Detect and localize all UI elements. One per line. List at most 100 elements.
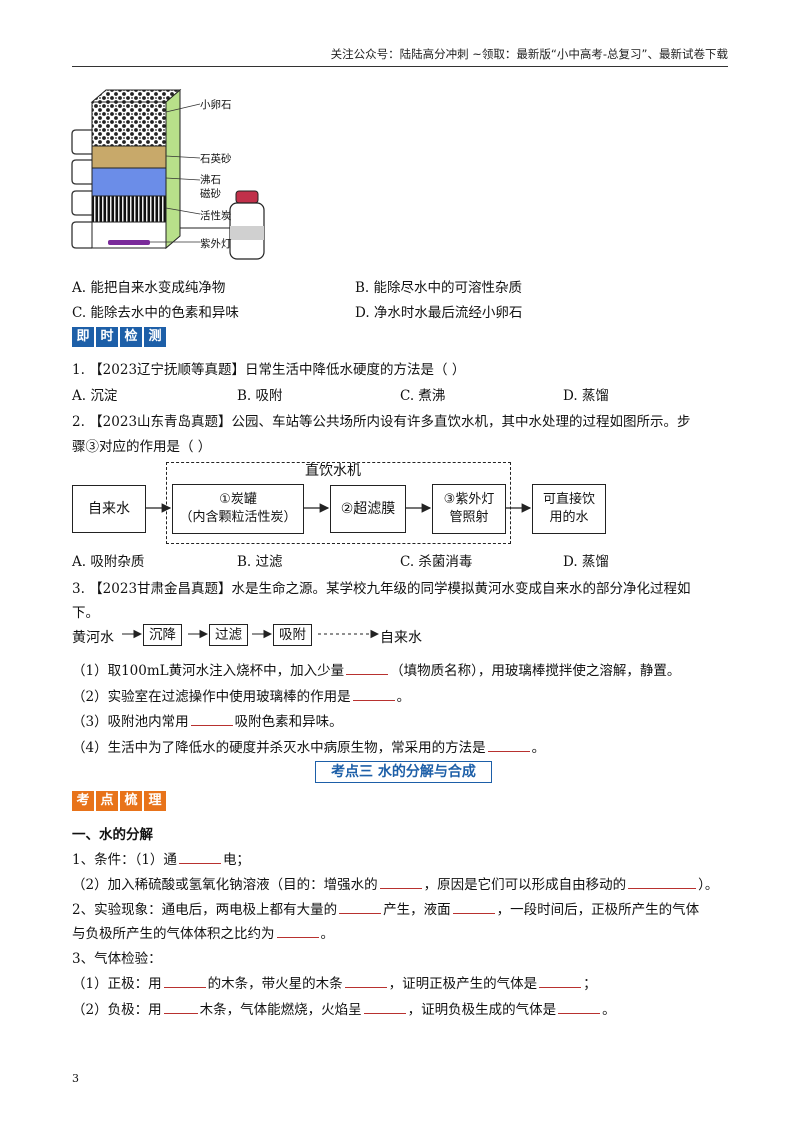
sec1-line1: 1、条件：（1）通 电； xyxy=(72,848,250,868)
diagram-arrows xyxy=(145,503,532,513)
text: （3）吸附池内常用 xyxy=(72,714,189,730)
sec1-line4: 与负极所产生的气体体积之比约为 。 xyxy=(72,922,334,942)
answer-blank[interactable] xyxy=(539,974,582,988)
answer-blank[interactable] xyxy=(558,1000,601,1014)
label-quartz-sand: 石英砂 xyxy=(200,153,232,165)
q3-stem-line1: 3. 【2023甘肃金昌真题】水是生命之源。某学校九年级的同学模拟黄河水变成自来… xyxy=(72,581,691,597)
q3-stem-line2: 下。 xyxy=(72,605,99,621)
text: ，原因是它们可以形成自由移动的 xyxy=(423,877,627,893)
text: 。 xyxy=(602,1002,616,1018)
text: 1、条件：（1）通 xyxy=(72,852,177,868)
text: 的木条，带火星的木条 xyxy=(207,976,343,992)
flow-step-adsorption: 吸附 xyxy=(273,624,312,646)
flow-end: 自来水 xyxy=(380,630,422,646)
badge-char: 检 xyxy=(120,327,142,347)
text: （2）加入稀硫酸或氢氧化钠溶液（目的：增强水的 xyxy=(72,877,378,893)
water-filter-illustration xyxy=(71,88,265,260)
step1-carbon-box: ①炭罐 （内含颗粒活性炭） xyxy=(172,484,304,534)
text: 木条，气体能燃烧，火焰呈 xyxy=(199,1002,362,1018)
text: 吸附色素和异味。 xyxy=(234,714,343,730)
answer-blank[interactable] xyxy=(346,661,389,675)
badge-char: 测 xyxy=(144,327,166,347)
flow-step-settling: 沉降 xyxy=(143,624,182,646)
answer-blank[interactable] xyxy=(163,974,206,988)
source-tap-water-box: 自来水 xyxy=(72,485,146,533)
page-number: 3 xyxy=(72,1072,79,1085)
sec1-line6: （1）正极：用的木条，带火星的木条，证明正极产生的气体是； xyxy=(72,972,597,992)
text: ，证明负极生成的气体是 xyxy=(407,1002,557,1018)
step3-uv-box: ③紫外灯 管照射 xyxy=(432,484,506,534)
q0-option-b: B. 能除尽水中的可溶性杂质 xyxy=(355,280,523,296)
answer-blank[interactable] xyxy=(178,850,221,864)
label-magnetic-sand: 磁砂 xyxy=(200,188,221,200)
machine-title: 直饮水机 xyxy=(305,463,361,479)
answer-blank[interactable] xyxy=(163,1000,198,1014)
answer-blank[interactable] xyxy=(363,1000,406,1014)
q1-option-c: C. 煮沸 xyxy=(400,388,446,404)
text: （4）生活中为了降低水的硬度并杀灭水中病原生物，常采用的方法是 xyxy=(72,740,486,756)
answer-blank[interactable] xyxy=(487,738,530,752)
answer-blank[interactable] xyxy=(190,712,233,726)
text: 电； xyxy=(222,852,250,868)
badge-char: 理 xyxy=(144,791,166,811)
q0-option-a: A. 能把自来水变成纯净物 xyxy=(72,280,226,296)
q0-option-d: D. 净水时水最后流经小卵石 xyxy=(355,305,523,321)
q1-option-a: A. 沉淀 xyxy=(72,388,118,404)
answer-blank[interactable] xyxy=(276,924,319,938)
topic-title: 考点三 水的分解与合成 xyxy=(315,761,492,783)
answer-blank[interactable] xyxy=(628,875,697,889)
text: 。 xyxy=(531,740,546,756)
header-rule xyxy=(72,66,728,67)
label-uv-lamp: 紫外灯 xyxy=(200,238,232,250)
badge-char: 考 xyxy=(72,791,94,811)
result-drinkable-water-box: 可直接饮 用的水 xyxy=(532,484,606,534)
q3-part2: （2）实验室在过滤操作中使用玻璃棒的作用是。 xyxy=(72,685,410,705)
text: 。 xyxy=(320,926,335,942)
label-pebbles: 小卵石 xyxy=(200,99,232,111)
box-text: 自来水 xyxy=(88,500,130,517)
page-header: 关注公众号：陆陆高分冲刺 ~领取：最新版“小中高考-总复习”、最新试卷下载 xyxy=(330,47,728,61)
section-badge-instant-check: 即 时 检 测 xyxy=(72,327,166,347)
badge-char: 时 xyxy=(96,327,118,347)
text: 产生，液面 xyxy=(383,902,451,918)
sec1-line7: （2）负极：用 木条，气体能燃烧，火焰呈 ，证明负极生成的气体是 。 xyxy=(72,998,616,1018)
flow-arrows xyxy=(122,629,380,639)
q1-stem: 1. 【2023辽宁抚顺等真题】日常生活中降低水硬度的方法是（ ） xyxy=(72,362,466,378)
badge-char: 点 xyxy=(96,791,118,811)
box-text: ③紫外灯 xyxy=(443,492,495,508)
text: （1）取100mL黄河水注入烧杯中，加入少量 xyxy=(72,663,345,679)
answer-blank[interactable] xyxy=(452,900,495,914)
badge-char: 梳 xyxy=(120,791,142,811)
q2-option-a: A. 吸附杂质 xyxy=(72,554,145,570)
q2-stem-line1: 2. 【2023山东青岛真题】公园、车站等公共场所内设有许多直饮水机，其中水处理… xyxy=(72,414,691,430)
answer-blank[interactable] xyxy=(339,900,382,914)
answer-blank[interactable] xyxy=(344,974,387,988)
badge-char: 即 xyxy=(72,327,94,347)
answer-blank[interactable] xyxy=(379,875,422,889)
box-text: 管照射 xyxy=(449,510,489,525)
box-text: ②超滤膜 xyxy=(340,500,396,517)
q3-part4: （4）生活中为了降低水的硬度并杀灭水中病原生物，常采用的方法是 。 xyxy=(72,736,545,756)
section-badge-key-points: 考 点 梳 理 xyxy=(72,791,166,811)
step2-ultrafiltration-box: ②超滤膜 xyxy=(330,485,406,533)
text: ； xyxy=(583,976,597,992)
flow-step-filtering: 过滤 xyxy=(209,624,248,646)
box-text: ①炭罐 xyxy=(219,492,257,508)
answer-blank[interactable] xyxy=(352,687,395,701)
box-text: 用的水 xyxy=(549,510,589,525)
label-activated-carbon: 活性炭 xyxy=(200,210,232,222)
box-text: 可直接饮 xyxy=(542,492,595,508)
q3-part3: （3）吸附池内常用 吸附色素和异味。 xyxy=(72,710,343,730)
text: （2）实验室在过滤操作中使用玻璃棒的作用是 xyxy=(72,689,351,705)
text: ，证明正极产生的气体是 xyxy=(388,976,538,992)
text: 与负极所产生的气体体积之比约为 xyxy=(72,926,275,942)
text: （2）负极：用 xyxy=(72,1002,162,1018)
flow-start: 黄河水 xyxy=(72,630,114,646)
section-title-water-decomposition: 一、水的分解 xyxy=(72,827,153,843)
label-zeolite: 沸石 xyxy=(200,174,221,186)
q2-option-d: D. 蒸馏 xyxy=(563,554,609,570)
box-text: （内含颗粒活性炭） xyxy=(179,510,297,525)
text: ，一段时间后，正极所产生的气体 xyxy=(496,902,700,918)
sec1-line3: 2、实验现象：通电后，两电极上都有大量的产生，液面，一段时间后，正极所产生的气体 xyxy=(72,898,699,918)
machine-dashed-frame xyxy=(166,462,511,544)
